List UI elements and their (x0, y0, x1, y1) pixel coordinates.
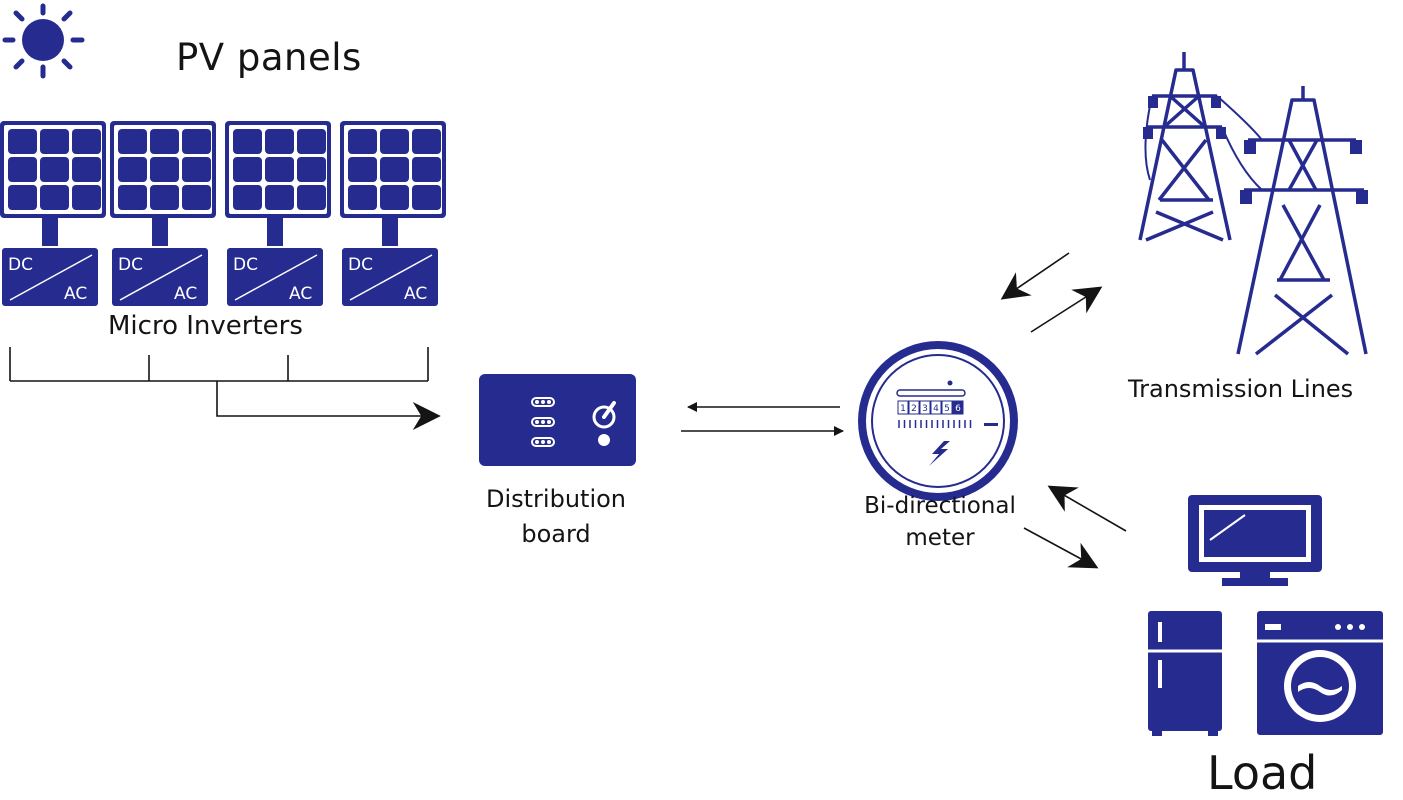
bidirectional-meter-label-line2: meter (905, 525, 975, 551)
pv-panels-label: PV panels (176, 36, 362, 79)
meter-digit: 3 (922, 404, 928, 414)
inverter-ac-label: AC (404, 284, 427, 304)
dc-ac-inverter-icon: DC AC (2, 248, 98, 306)
inverter-bus-lines (9, 347, 441, 430)
lightning-bolt-icon (929, 441, 950, 466)
distribution-board-label-line1: Distribution (485, 485, 626, 513)
meter-digit: 1 (900, 404, 906, 414)
dc-ac-inverter-icon: DC AC (112, 248, 208, 306)
solar-panel-icon (0, 121, 106, 246)
meter-digit: 2 (911, 404, 917, 414)
transmission-lines-label: Transmission Lines (1128, 375, 1354, 403)
distribution-board-label-line2: board (521, 520, 591, 548)
distribution-board-label: Distribution board (470, 482, 642, 552)
solar-panel-array (0, 121, 446, 246)
inverter-ac-label: AC (64, 284, 87, 304)
inverter-ac-label: AC (174, 284, 197, 304)
dc-ac-inverter-icon: DC AC (342, 248, 438, 306)
meter-digit: 6 (955, 404, 961, 414)
washing-machine-icon (1257, 611, 1383, 735)
meter-load-arrows (1023, 485, 1127, 569)
inverter-dc-label: DC (8, 255, 33, 275)
dc-ac-inverter-icon: DC AC (227, 248, 323, 306)
distribution-board-icon (479, 374, 636, 466)
solar-panel-icon (225, 121, 331, 246)
bidirectional-meter-label-line1: Bi-directional (864, 493, 1016, 519)
micro-inverters-label: Micro Inverters (108, 311, 303, 341)
inverter-dc-label: DC (118, 255, 143, 275)
transmission-tower-icon (1138, 52, 1368, 356)
micro-inverter-array: DC AC DC AC DC AC DC AC (2, 248, 438, 306)
fridge-icon (1148, 611, 1222, 736)
solar-panel-icon (110, 121, 216, 246)
meter-grid-arrows (1000, 252, 1103, 333)
monitor-icon (1188, 495, 1322, 586)
insulators (1143, 96, 1368, 204)
load-label: Load (1207, 746, 1318, 800)
sun-icon (2, 3, 85, 79)
inverter-dc-label: DC (233, 255, 258, 275)
bidirectional-meter-label: Bi-directional meter (842, 490, 1038, 554)
board-meter-arrows (681, 402, 844, 436)
inverter-ac-label: AC (289, 284, 312, 304)
inverter-dc-label: DC (348, 255, 373, 275)
solar-panel-icon (340, 121, 446, 246)
meter-digit: 4 (933, 404, 939, 414)
meter-digit: 5 (944, 404, 950, 414)
